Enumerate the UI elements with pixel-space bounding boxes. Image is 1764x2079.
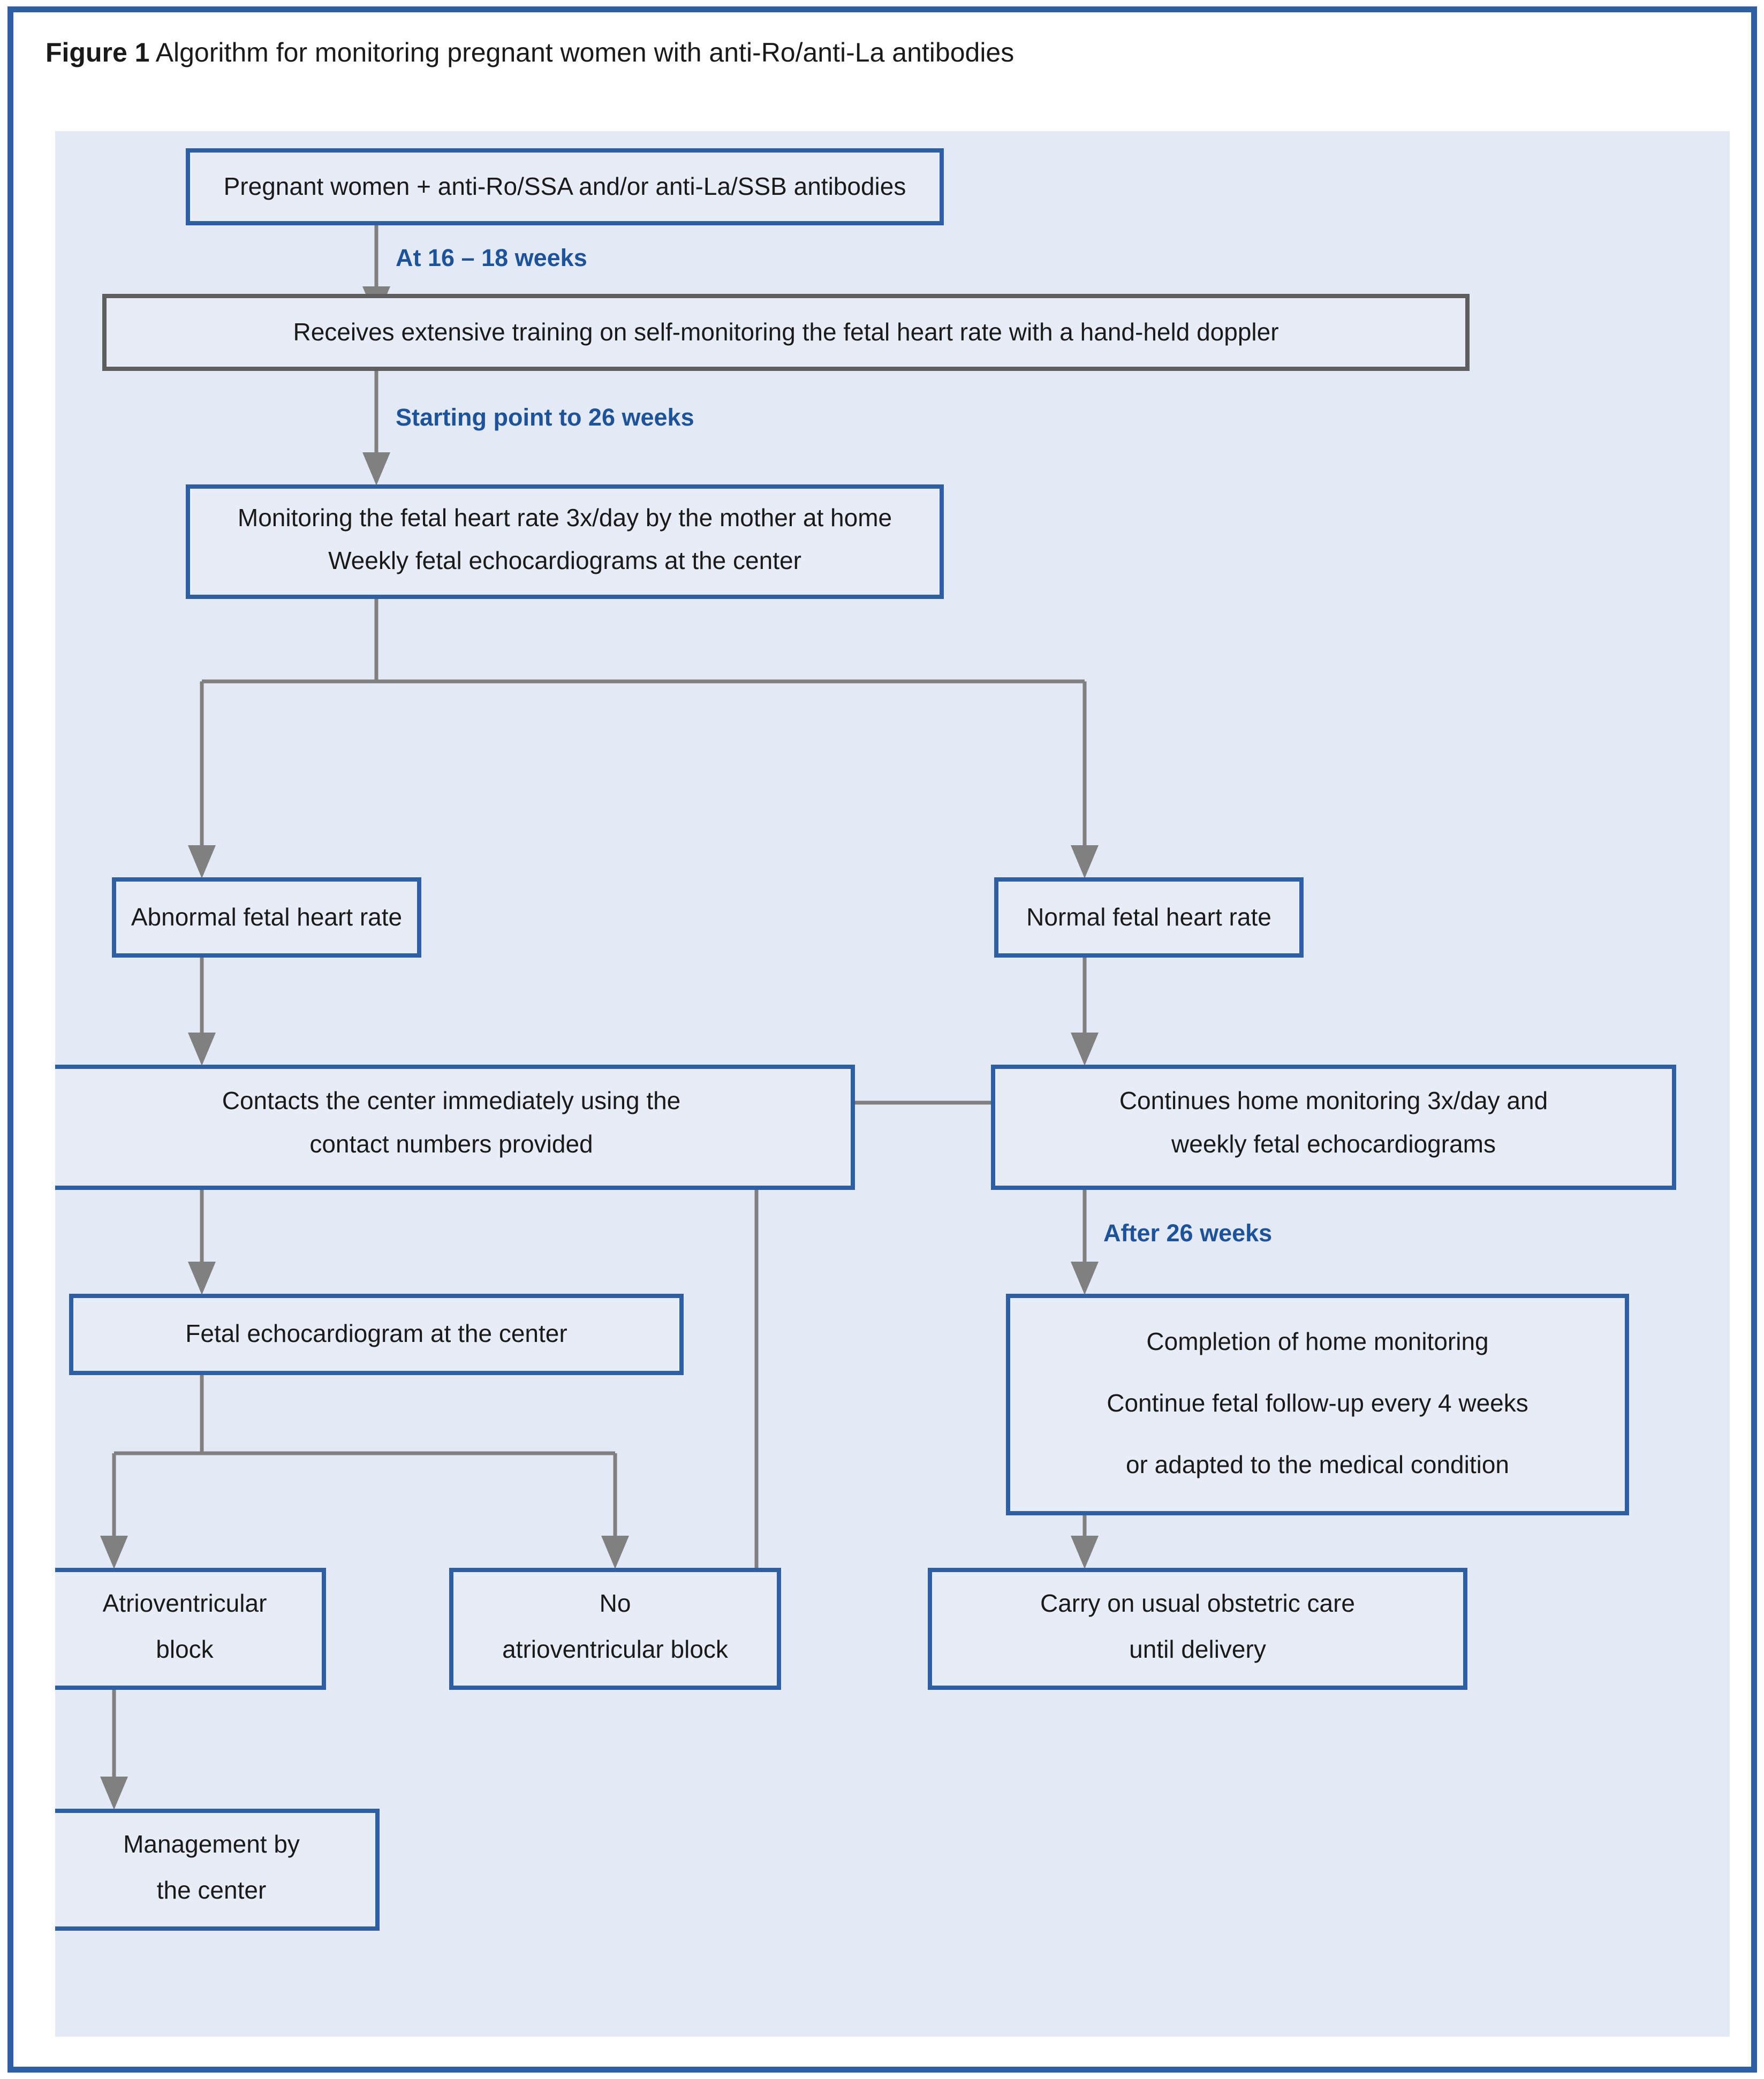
node-completion-home-monitoring[interactable]: Completion of home monitoring Continue f…: [1006, 1294, 1629, 1515]
node-continues-line-0: Continues home monitoring 3x/day and: [1119, 1087, 1548, 1114]
connector-monitoring-split: [188, 597, 1099, 878]
node-start[interactable]: Pregnant women + anti-Ro/SSA and/or anti…: [186, 148, 944, 225]
node-monitoring-line-1: Weekly fetal echocardiograms at the cent…: [328, 547, 801, 574]
node-usual-obstetric-care[interactable]: Carry on usual obstetric care until deli…: [928, 1568, 1467, 1690]
node-management-line-0: Management by: [123, 1830, 300, 1858]
node-continues-line-1: weekly fetal echocardiograms: [1171, 1130, 1496, 1158]
node-normal-fetal-heart-rate[interactable]: Normal fetal heart rate: [994, 877, 1304, 958]
edge-label-after-26-weeks: After 26 weeks: [1103, 1219, 1272, 1247]
node-training-line-0: Receives extensive training on self-moni…: [293, 318, 1278, 346]
connector-normal-to-continues: [1071, 955, 1099, 1066]
node-completion-line-0: Completion of home monitoring: [1146, 1327, 1488, 1355]
connector-training-to-monitoring: [362, 369, 390, 485]
figure-label: Figure 1: [46, 37, 150, 67]
node-completion-line-2: or adapted to the medical condition: [1126, 1451, 1509, 1478]
node-contacts-line-0: Contacts the center immediately using th…: [222, 1087, 681, 1114]
node-completion-line-1: Continue fetal follow-up every 4 weeks: [1107, 1389, 1528, 1417]
node-fetal-echocardiogram[interactable]: Fetal echocardiogram at the center: [69, 1294, 684, 1375]
node-av-block-line-1: block: [156, 1635, 214, 1663]
node-abnormal-fetal-heart-rate[interactable]: Abnormal fetal heart rate: [112, 877, 421, 958]
node-contacts-line-1: contact numbers provided: [309, 1130, 593, 1158]
connector-contacts-to-fetal-echo: [188, 1188, 216, 1295]
figure-caption: Algorithm for monitoring pregnant women …: [149, 37, 1015, 67]
node-continues-home-monitoring[interactable]: Continues home monitoring 3x/day and wee…: [991, 1065, 1676, 1190]
node-no-av-block-line-1: atrioventricular block: [502, 1635, 729, 1663]
node-abnormal-line-0: Abnormal fetal heart rate: [131, 903, 402, 931]
node-atrioventricular-block[interactable]: Atrioventricular block: [55, 1568, 326, 1690]
node-usual-care-line-0: Carry on usual obstetric care: [1040, 1589, 1355, 1617]
node-usual-care-line-1: until delivery: [1129, 1635, 1266, 1663]
node-no-av-block-line-0: No: [600, 1589, 631, 1617]
node-av-block-line-0: Atrioventricular: [103, 1589, 267, 1617]
figure-outer-frame: Figure 1 Algorithm for monitoring pregna…: [7, 6, 1757, 2073]
node-contacts-center[interactable]: Contacts the center immediately using th…: [55, 1065, 855, 1190]
node-no-atrioventricular-block[interactable]: No atrioventricular block: [449, 1568, 781, 1690]
node-start-line-0: Pregnant women + anti-Ro/SSA and/or anti…: [224, 172, 906, 200]
connector-av-block-to-management: [100, 1688, 128, 1810]
node-management-line-1: the center: [157, 1876, 267, 1904]
edge-label-starting-point-to-26-weeks: Starting point to 26 weeks: [396, 404, 694, 431]
node-normal-line-0: Normal fetal heart rate: [1026, 903, 1271, 931]
figure-title: Figure 1 Algorithm for monitoring pregna…: [46, 36, 1014, 70]
edge-label-at-16-18-weeks: At 16 – 18 weeks: [396, 244, 587, 271]
node-monitoring-line-0: Monitoring the fetal heart rate 3x/day b…: [238, 504, 892, 532]
node-monitoring[interactable]: Monitoring the fetal heart rate 3x/day b…: [186, 484, 944, 599]
connector-abnormal-to-contacts: [188, 955, 216, 1066]
node-management-by-center[interactable]: Management by the center: [55, 1809, 380, 1931]
node-training[interactable]: Receives extensive training on self-moni…: [102, 294, 1470, 371]
flowchart-svg: Pregnant women + anti-Ro/SSA and/or anti…: [55, 148, 1676, 1931]
connector-completion-to-usual-care: [1071, 1513, 1099, 1569]
node-fetal-echo-line-0: Fetal echocardiogram at the center: [185, 1319, 567, 1347]
diagram-panel: Pregnant women + anti-Ro/SSA and/or anti…: [55, 131, 1730, 2037]
connector-continues-to-completion: [1071, 1188, 1099, 1295]
connector-fetal-echo-split: [100, 1373, 629, 1569]
